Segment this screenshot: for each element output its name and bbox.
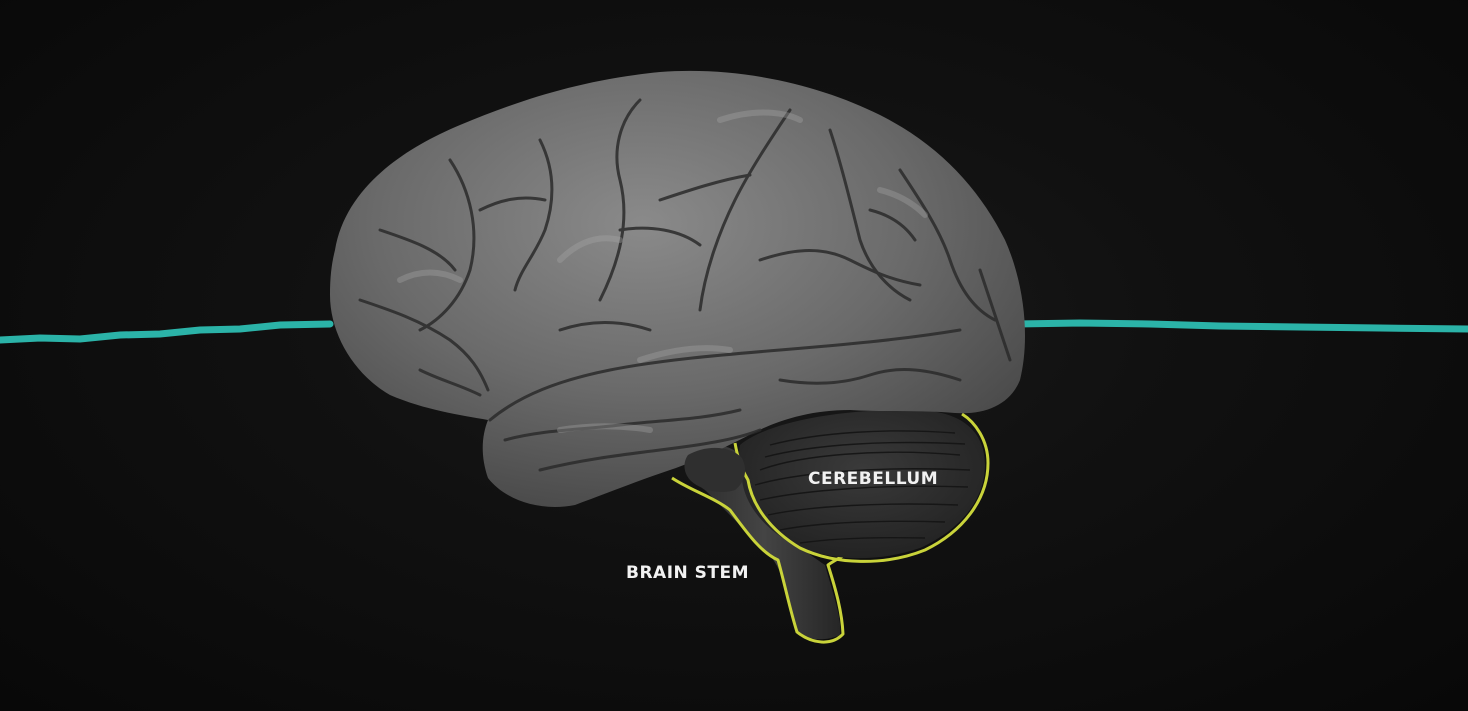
cerebellum-folia — [754, 430, 971, 544]
brain-stem-outline — [671, 476, 851, 644]
pulse-line-right — [1011, 319, 1468, 333]
cerebellum-outline — [733, 412, 990, 563]
cerebrum-sulci — [358, 98, 1012, 472]
cerebellum-label: CEREBELLUM — [808, 469, 939, 489]
cerebrum — [330, 70, 1025, 507]
brain-stem-top — [684, 447, 746, 492]
brain-stem — [687, 444, 841, 640]
pulse-line-left — [0, 320, 334, 344]
brain-stem-label: BRAIN STEM — [626, 563, 750, 583]
cerebrum-highlights — [397, 109, 928, 433]
